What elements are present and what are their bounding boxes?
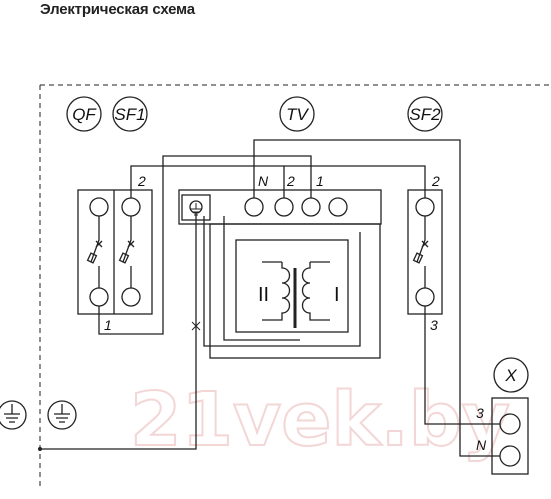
- tv-core-frame: [235, 239, 349, 333]
- tv-n-terminal-label: N: [258, 173, 269, 189]
- x-designator-circle: [493, 357, 529, 393]
- sf2-terminal-bottom: [415, 287, 435, 307]
- wire-tv-internal-2: [223, 216, 300, 341]
- sf1-top-terminal-number: 2: [137, 173, 146, 189]
- watermark: 21vek.by: [130, 377, 510, 463]
- wire-sf1-to-tv1: [98, 155, 312, 335]
- secondary-winding-label: II: [258, 284, 269, 306]
- wire-tv-internal: [203, 216, 361, 347]
- sf2-top-terminal-number: 2: [431, 173, 440, 189]
- qf-terminal-top: [89, 197, 109, 217]
- x-3-terminal-label: 3: [476, 405, 484, 421]
- tv-terminal-2: [274, 197, 294, 217]
- earth-symbol-icon: [190, 203, 202, 216]
- qf-designator-circle: [66, 96, 102, 132]
- sf2-breaker-body: [407, 189, 443, 315]
- tv-label: TV: [286, 105, 309, 124]
- sf2-bottom-terminal-number: 3: [430, 317, 438, 333]
- wire-cross-mark: [191, 321, 201, 331]
- wire-earth: [40, 213, 197, 450]
- tv-secondary-winding: [262, 261, 291, 321]
- primary-winding-label: I: [334, 284, 340, 306]
- tv-1-terminal-label: 1: [316, 173, 324, 189]
- sf1-switch-contact: [118, 216, 135, 288]
- x-terminal-block: [491, 397, 529, 475]
- tv-housing: [209, 223, 381, 359]
- sf1-label: SF1: [114, 105, 145, 124]
- sf2-switch-contact: [412, 216, 429, 288]
- tv-terminal-1: [301, 197, 321, 217]
- tv-primary-winding: [301, 261, 330, 321]
- sf1-designator-circle: [112, 96, 148, 132]
- x-n-terminal-label: N: [476, 437, 487, 453]
- x-label: X: [504, 366, 517, 385]
- sf1-terminal-bottom: [121, 287, 141, 307]
- tv-designator-circle: [279, 96, 315, 132]
- wire-tvn-to-xn: [253, 139, 500, 457]
- qf-label: QF: [72, 105, 97, 124]
- sf1-terminal-top: [121, 197, 141, 217]
- ground-symbol-icon-1: [0, 400, 27, 430]
- sf2-terminal-top: [415, 197, 435, 217]
- diagram-title: Электрическая схема: [40, 1, 195, 18]
- wire-sf2-top: [406, 165, 426, 198]
- qf-sf1-breaker-body: [77, 189, 153, 315]
- tv-2-terminal-label: 2: [286, 173, 295, 189]
- ground-symbol-icon-2: [47, 400, 77, 430]
- tv-terminal-n: [244, 197, 264, 217]
- wire-sf2-to-x3: [424, 306, 500, 425]
- sf2-designator-circle: [407, 96, 443, 132]
- tv-terminal-spare: [328, 197, 348, 217]
- qf-switch-contact: [86, 216, 103, 288]
- sf1-bottom-terminal-number: 1: [104, 317, 112, 333]
- qf-terminal-bottom: [89, 287, 109, 307]
- earth-junction-dot: [38, 447, 42, 451]
- wire-sf1-to-tv2: [130, 165, 285, 198]
- sf2-label: SF2: [409, 105, 441, 124]
